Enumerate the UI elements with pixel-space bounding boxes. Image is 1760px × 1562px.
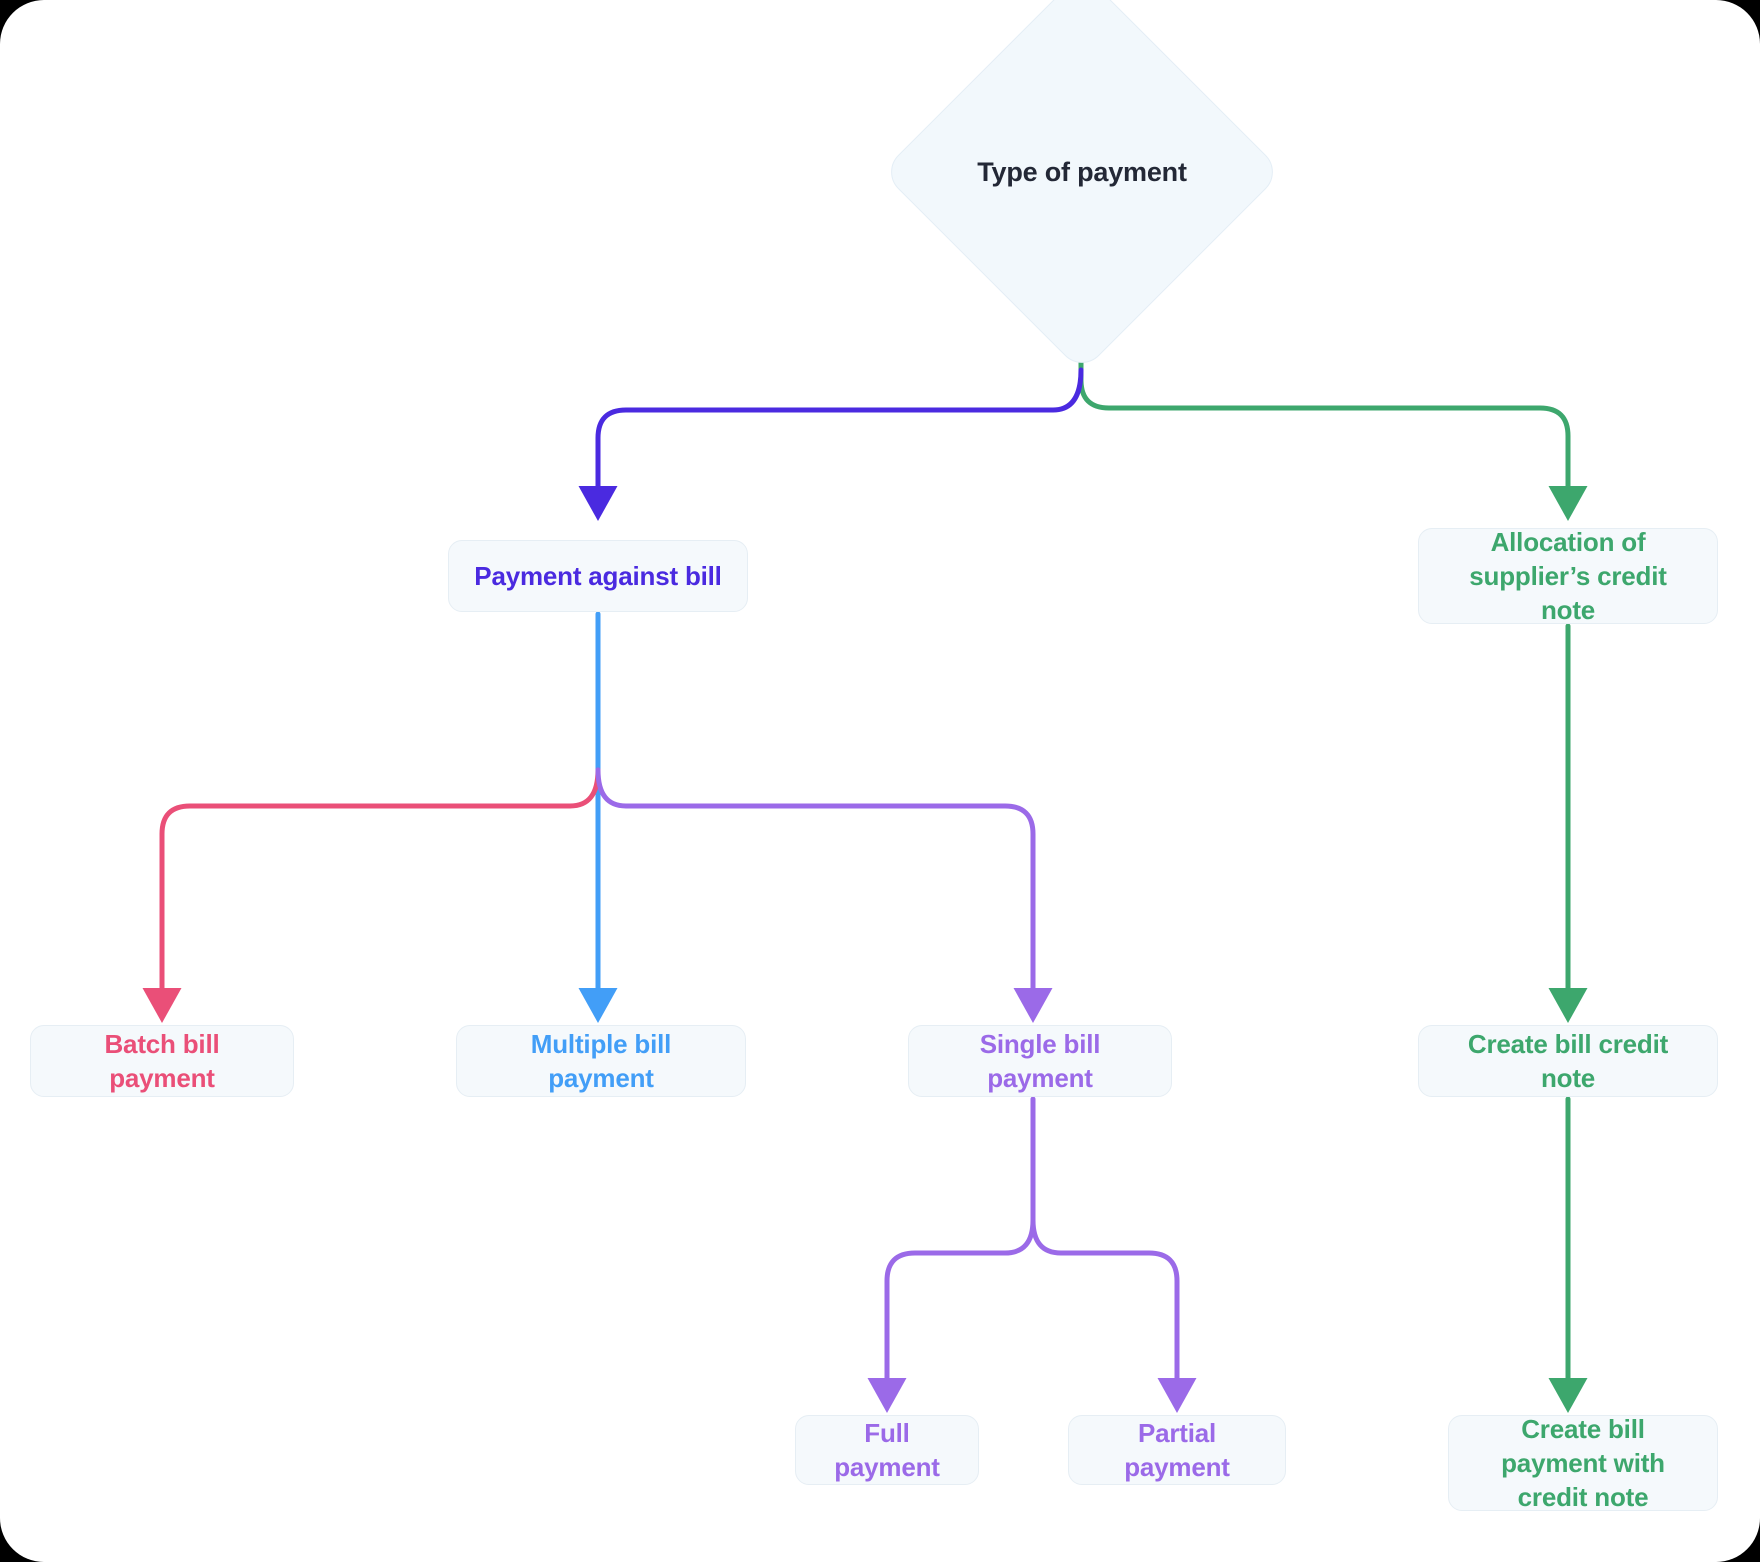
node-create-bill-payment-with-credit-note[interactable]: Create bill payment with credit note: [1448, 1414, 1718, 1512]
edge-single-to-full: [867, 1096, 1036, 1413]
node-create-bill-payment-with-credit-note-label: Create bill payment with credit note: [1501, 1413, 1665, 1513]
node-batch-bill-payment-label: Batch bill payment: [104, 1028, 220, 1093]
node-multiple-bill-payment[interactable]: Multiple bill payment: [456, 1025, 746, 1097]
node-create-bill-credit-note-label: Create bill credit note: [1467, 1028, 1669, 1093]
decision-type-of-payment-label: Type of payment: [977, 156, 1187, 187]
node-full-payment-label: Full payment: [834, 1417, 940, 1482]
node-payment-against-bill[interactable]: Payment against bill: [448, 540, 748, 612]
node-create-bill-credit-note[interactable]: Create bill credit note: [1418, 1025, 1718, 1097]
node-partial-payment-label: Partial payment: [1124, 1417, 1230, 1482]
node-single-bill-payment[interactable]: Single bill payment: [908, 1025, 1172, 1097]
node-multiple-bill-payment-label: Multiple bill payment: [530, 1028, 672, 1093]
node-batch-bill-payment[interactable]: Batch bill payment: [30, 1025, 294, 1097]
node-single-bill-payment-label: Single bill payment: [979, 1028, 1101, 1093]
node-payment-against-bill-label: Payment against bill: [474, 560, 722, 591]
edge-single-to-partial: [1030, 1217, 1197, 1413]
edge-pab-to-batch: [142, 767, 601, 1023]
edge-pab-to-single: [595, 767, 1053, 1023]
edge-root-to-payment-against-bill: [578, 367, 1084, 521]
edge-root-to-allocation: [1078, 309, 1588, 521]
node-full-payment[interactable]: Full payment: [795, 1415, 979, 1485]
node-allocation-of-suppliers-credit-note-label: Allocation of supplier’s credit note: [1469, 526, 1667, 626]
node-partial-payment[interactable]: Partial payment: [1068, 1415, 1286, 1485]
node-allocation-of-suppliers-credit-note[interactable]: Allocation of supplier’s credit note: [1418, 527, 1718, 625]
